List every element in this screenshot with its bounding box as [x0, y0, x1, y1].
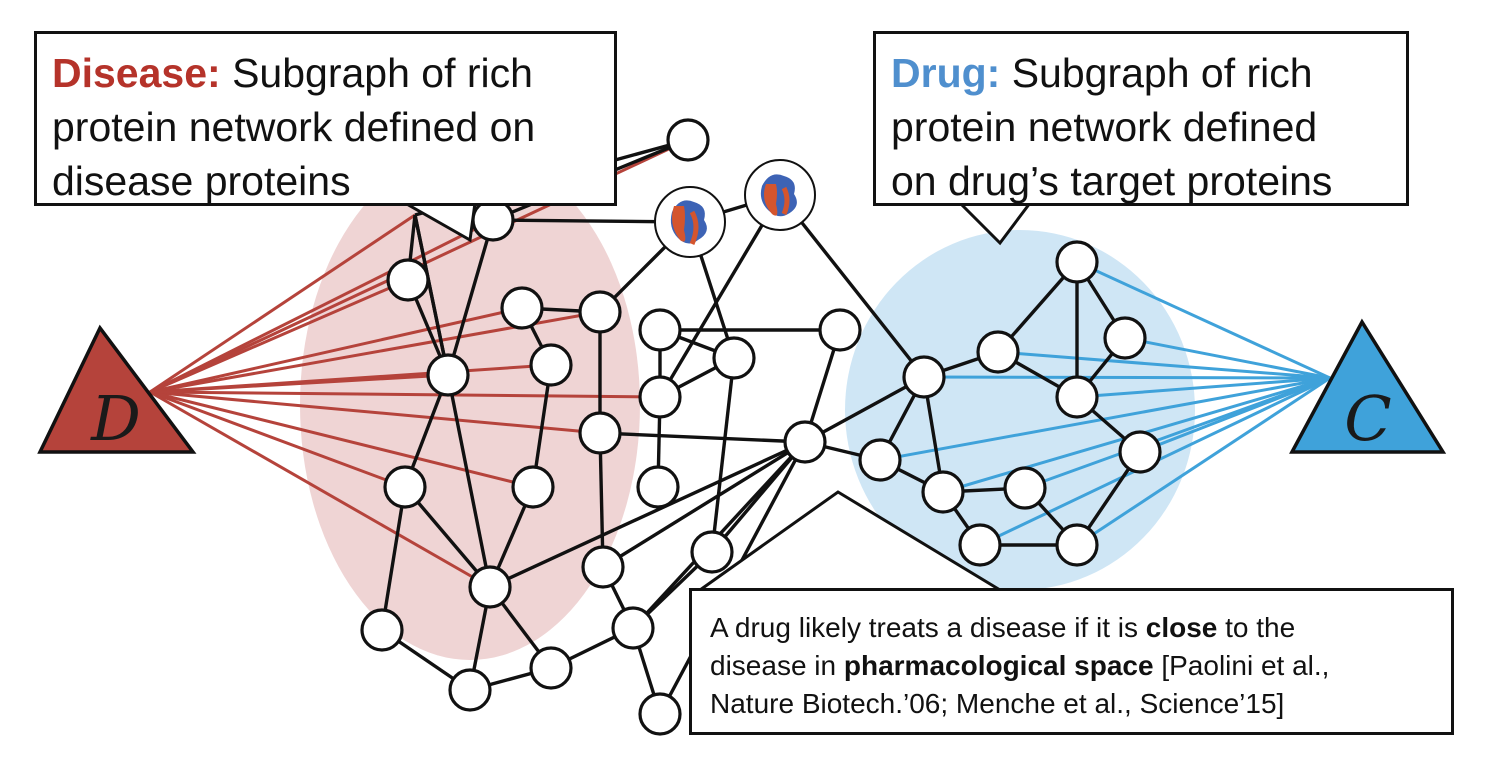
- network-edge: [598, 432, 605, 568]
- protein-node: [783, 420, 827, 464]
- proximity-note-callout: A drug likely treats a disease if it is …: [689, 588, 1454, 735]
- protein-node: [448, 668, 492, 712]
- note-citation: Nature Biotech.’06; Menche et al., Scien…: [710, 688, 1285, 719]
- protein-node: [638, 308, 682, 352]
- protein-node: [636, 465, 680, 509]
- network-edge: [804, 375, 925, 444]
- network-edge: [380, 486, 407, 631]
- protein-node: [921, 470, 965, 514]
- network-edge: [446, 219, 495, 376]
- network-edge: [489, 440, 806, 589]
- network-edge: [446, 374, 492, 588]
- protein-node: [511, 465, 555, 509]
- note-emphasis: close: [1145, 612, 1218, 643]
- drug-callout-text: Subgraph of rich: [1000, 50, 1313, 96]
- network-edge: [403, 485, 492, 589]
- drug-link: [923, 375, 1331, 380]
- drug-link: [879, 376, 1331, 462]
- disease-triangle: D: [37, 324, 197, 455]
- network-edge: [413, 214, 450, 376]
- disease-keyword: Disease:: [52, 50, 221, 96]
- protein-icon: [744, 159, 816, 231]
- network-edge: [602, 440, 806, 569]
- protein-node: [386, 258, 430, 302]
- protein-node: [818, 308, 862, 352]
- protein-node: [690, 530, 734, 574]
- protein-node: [712, 336, 756, 380]
- note-text: disease in: [710, 650, 844, 681]
- protein-node: [529, 343, 573, 387]
- drug-link: [1076, 376, 1331, 399]
- protein-node: [902, 355, 946, 399]
- protein-node: [383, 465, 427, 509]
- note-emphasis: pharmacological space: [843, 650, 1154, 681]
- disease-callout-text: Subgraph of rich: [220, 50, 533, 96]
- network-edge: [710, 357, 736, 553]
- protein-node: [1055, 240, 1099, 284]
- drug-callout-text: on drug’s target proteins: [891, 158, 1333, 204]
- protein-node: [578, 290, 622, 334]
- disease-link: [149, 213, 416, 394]
- drug-keyword: Drug:: [891, 50, 1001, 96]
- protein-node: [581, 545, 625, 589]
- protein-node: [1103, 316, 1147, 360]
- protein-node: [360, 608, 404, 652]
- disease-link: [149, 218, 494, 394]
- disease-links: [149, 138, 689, 589]
- note-text: to the: [1217, 612, 1296, 643]
- drug-link: [1124, 336, 1331, 380]
- disease-link: [149, 363, 552, 394]
- disease-callout: Disease: Subgraph of rich protein networ…: [34, 31, 617, 206]
- protein-node: [638, 375, 682, 419]
- disease-region: [300, 150, 640, 660]
- network-edge: [599, 431, 806, 444]
- protein-node: [958, 523, 1002, 567]
- disease-callout-text: disease proteins: [52, 158, 351, 204]
- protein-node: [666, 118, 710, 162]
- disease-link: [149, 306, 523, 394]
- disease-callout-text: protein network defined on: [52, 104, 536, 150]
- disease-link: [149, 390, 661, 399]
- protein-node: [426, 353, 470, 397]
- disease-link: [149, 390, 491, 589]
- drug-link: [1076, 376, 1331, 547]
- protein-node: [500, 286, 544, 330]
- drug-link: [1076, 260, 1331, 380]
- disease-link: [149, 390, 601, 435]
- drug-callout: Drug: Subgraph of rich protein network d…: [873, 31, 1409, 206]
- network-nodes: [360, 118, 1162, 736]
- protein-node: [1118, 430, 1162, 474]
- drug-callout-text: protein network defined: [891, 104, 1318, 150]
- disease-link: [149, 390, 534, 489]
- protein-node: [1003, 466, 1047, 510]
- note-text: [Paolini et al.,: [1153, 650, 1330, 681]
- network-edge: [778, 193, 926, 379]
- drug-triangle: C: [1289, 318, 1447, 455]
- protein-node: [1055, 523, 1099, 567]
- network-edge: [658, 194, 782, 398]
- protein-node: [976, 330, 1020, 374]
- protein-node: [638, 692, 682, 736]
- protein-node: [468, 565, 512, 609]
- disease-link: [149, 390, 406, 489]
- protein-node: [611, 606, 655, 650]
- protein-node: [1055, 375, 1099, 419]
- drug-link: [997, 350, 1331, 380]
- drug-link: [1024, 376, 1331, 490]
- protein-node: [529, 646, 573, 690]
- disease-letter: D: [90, 382, 141, 455]
- protein-node: [578, 411, 622, 455]
- drug-letter: C: [1344, 382, 1391, 455]
- protein-node: [858, 438, 902, 482]
- note-text: A drug likely treats a disease if it is: [710, 612, 1146, 643]
- protein-icon: [654, 186, 726, 258]
